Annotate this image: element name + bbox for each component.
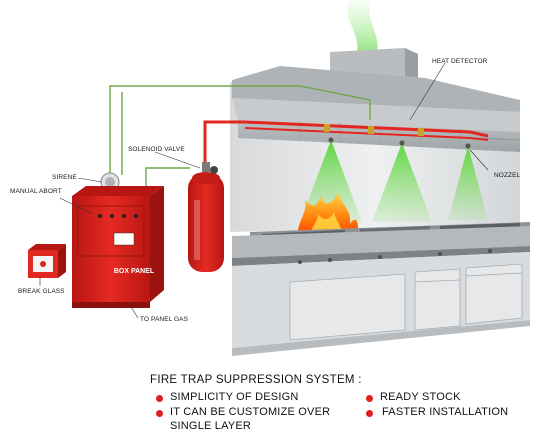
feature-bullet xyxy=(366,410,373,417)
control-wires xyxy=(109,85,371,192)
box-panel xyxy=(72,186,164,308)
system-title: FIRE TRAP SUPPRESSION SYSTEM : xyxy=(150,374,362,386)
feature-bullet xyxy=(156,410,163,417)
nozzle-sprays xyxy=(300,137,488,222)
heat-detector-label: HEAT DETECTOR xyxy=(432,58,488,65)
box-panel-label: BOX PANEL xyxy=(113,268,155,275)
heat-detector-sensor xyxy=(324,124,330,132)
feature-item: READY STOCK xyxy=(380,391,461,403)
feature-item-continued: SINGLE LAYER xyxy=(170,420,252,432)
break-glass-unit xyxy=(28,244,66,278)
callout-leaders xyxy=(39,62,489,319)
feature-item: FASTER INSTALLATION xyxy=(382,406,509,418)
extinguisher-brand-label: STARVVO xyxy=(178,218,187,256)
suppression-pipe xyxy=(203,120,489,168)
manual-abort-label: MANUAL ABORT xyxy=(10,188,62,195)
feature-bullet xyxy=(366,395,373,402)
sirene-label: SIRENE xyxy=(52,174,77,181)
feature-item: SIMPLICITY OF DESIGN xyxy=(170,391,299,403)
feature-item: IT CAN BE CUSTOMIZE OVER xyxy=(170,406,331,418)
feature-bullet xyxy=(156,395,163,402)
kitchen-cabinet xyxy=(232,249,530,356)
break-glass-label: BREAK GLASS xyxy=(18,288,65,295)
extinguisher-cylinder xyxy=(188,162,224,272)
nozzel-label: NOZZEL xyxy=(494,172,521,179)
solenoid-valve-label: SOLENOID VALVE xyxy=(128,146,185,153)
to-panel-gas-label: TO PANEL GAS xyxy=(140,316,189,323)
